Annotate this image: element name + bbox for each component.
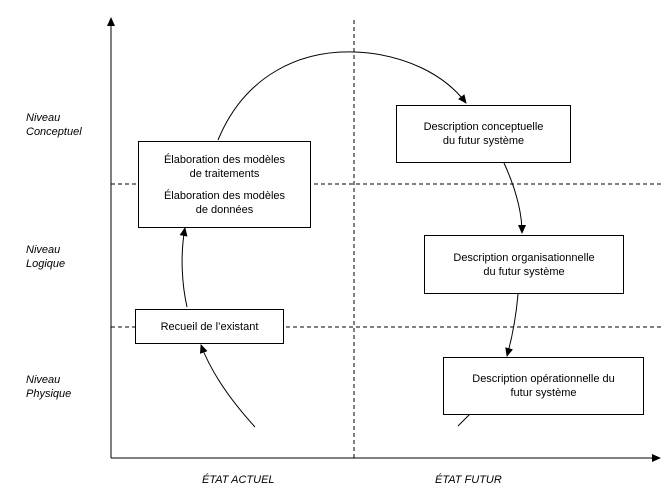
box-organisational-description: Description organisationnelle du futur s…: [424, 235, 624, 294]
box-conceptual-description: Description conceptuelle du futur systèm…: [396, 105, 571, 163]
level-label-physical: Niveau Physique: [26, 374, 72, 400]
axis-label-future-state: ÉTAT FUTUR: [435, 474, 502, 486]
arrow-conceptual-to-organisational: [503, 162, 526, 234]
box-existing-collection: Recueil de l’existant: [135, 309, 284, 344]
level-label-logical: Niveau Logique: [26, 244, 66, 270]
level-label-conceptual: Niveau Conceptuel: [26, 112, 82, 138]
arrow-organisational-to-operational: [505, 293, 519, 357]
box-operational-description: Description opérationnelle du futur syst…: [443, 357, 644, 415]
arrow-models-to-conceptual: [217, 51, 467, 141]
arrow-start-to-existing: [200, 344, 256, 428]
arrow-existing-to-models: [179, 227, 188, 308]
arrow-operational-tail: [457, 413, 471, 427]
axis-label-current-state: ÉTAT ACTUEL: [202, 474, 275, 486]
box-treatment-data-models: Élaboration des modèles de traitements É…: [138, 141, 311, 228]
